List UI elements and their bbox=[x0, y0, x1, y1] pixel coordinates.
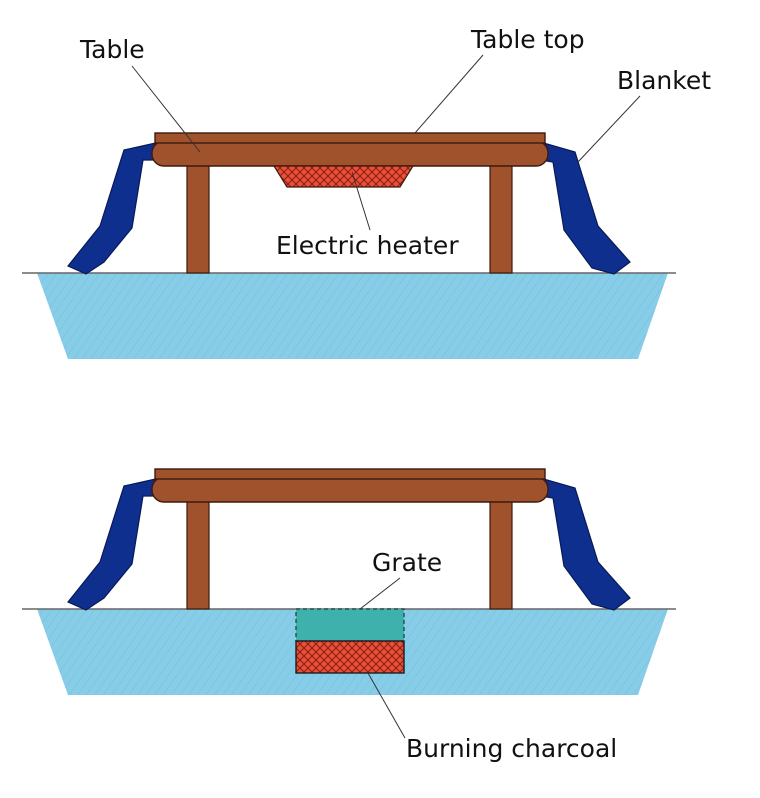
electric-kotatsu: Table Table top Blanket Electric heater bbox=[22, 25, 711, 359]
leader-burning-charcoal bbox=[367, 672, 406, 739]
table-top-bottom bbox=[154, 468, 546, 480]
blanket-right bbox=[539, 141, 631, 275]
table-leg-right-bottom bbox=[489, 500, 513, 610]
label-blanket: Blanket bbox=[617, 66, 711, 95]
label-table: Table bbox=[79, 35, 145, 64]
leader-grate bbox=[359, 577, 401, 610]
charcoal-kotatsu: Grate Burning charcoal bbox=[22, 468, 676, 763]
blanket-right-bottom bbox=[539, 477, 631, 611]
label-electric-heater: Electric heater bbox=[276, 231, 459, 260]
table-leg-left bbox=[186, 164, 210, 274]
burning-charcoal bbox=[295, 640, 405, 674]
label-grate: Grate bbox=[372, 548, 442, 577]
table-frame bbox=[151, 140, 549, 167]
table-top bbox=[154, 132, 546, 144]
table-frame-bottom bbox=[151, 476, 549, 503]
electric-heater bbox=[272, 165, 415, 188]
table-leg-right bbox=[489, 164, 513, 274]
grate bbox=[295, 608, 405, 642]
label-burning-charcoal: Burning charcoal bbox=[406, 734, 617, 763]
blanket-left-bottom bbox=[67, 477, 161, 611]
blanket-left bbox=[67, 141, 161, 275]
label-table-top: Table top bbox=[470, 25, 585, 54]
table-leg-left-bottom bbox=[186, 500, 210, 610]
floor bbox=[37, 273, 668, 359]
leader-electric-heater bbox=[351, 171, 371, 231]
leader-table bbox=[131, 65, 201, 153]
leader-table-top bbox=[414, 54, 484, 134]
leader-blanket bbox=[577, 95, 641, 163]
